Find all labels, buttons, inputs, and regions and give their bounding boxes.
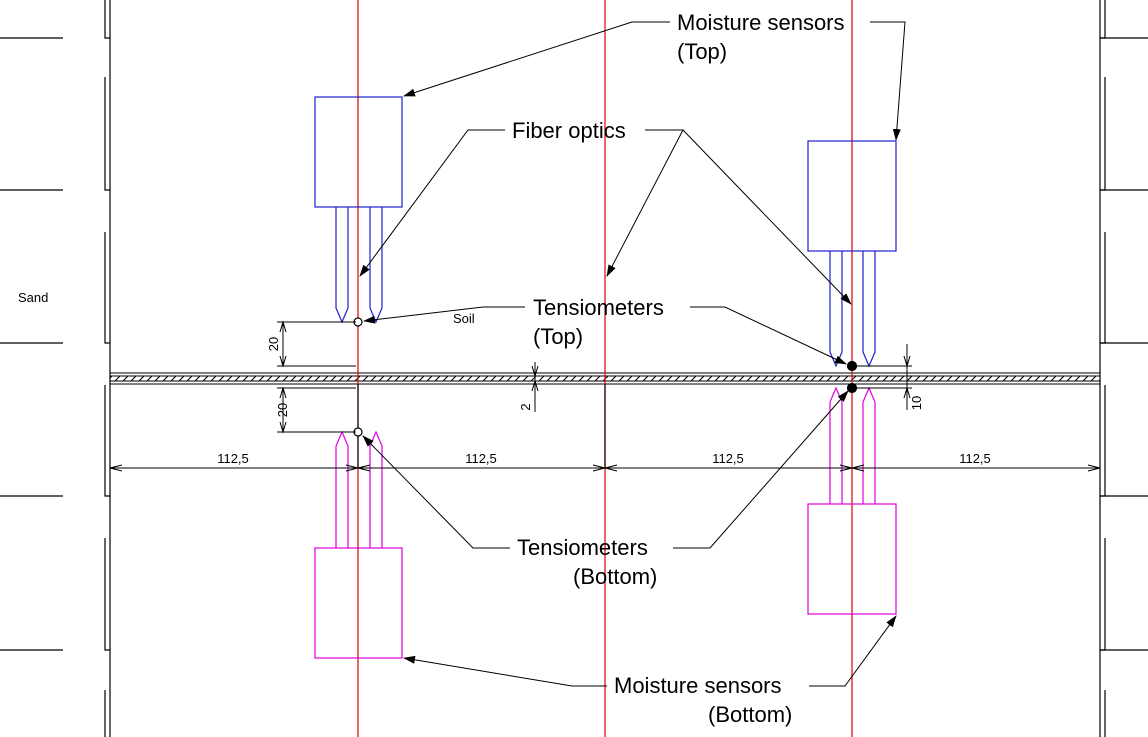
leader-lines — [359, 21, 906, 687]
label-tensiometers-top-2: (Top) — [533, 324, 583, 349]
dim-text-spacing-3: 112,5 — [712, 451, 744, 466]
label-tensiometers-bottom-1: Tensiometers — [517, 535, 648, 560]
label-soil: Soil — [453, 311, 475, 326]
horizontal-dimension — [109, 464, 1101, 472]
dim-text-spacing-2: 112,5 — [465, 451, 497, 466]
dim-text-tens-bottom: 20 — [275, 403, 290, 417]
label-moisture-top-1: Moisture sensors — [677, 10, 845, 35]
fiber-optic-lines — [357, 0, 853, 737]
dim-text-right-offset: 10 — [909, 396, 924, 410]
center-extensions — [357, 384, 606, 468]
dim-text-spacing-1: 112,5 — [217, 451, 249, 466]
dim-text-tens-top: 20 — [266, 337, 281, 351]
label-sand: Sand — [18, 290, 48, 305]
dim-2 — [531, 362, 539, 412]
label-moisture-bottom-2: (Bottom) — [708, 702, 792, 727]
label-tensiometers-bottom-2: (Bottom) — [573, 564, 657, 589]
label-moisture-bottom-1: Moisture sensors — [614, 673, 782, 698]
dim-20-bottom — [277, 386, 356, 434]
dim-text-spacing-4: 112,5 — [959, 451, 991, 466]
label-fiber-optics: Fiber optics — [512, 118, 626, 143]
dim-text-interface: 2 — [518, 403, 533, 410]
label-tensiometers-top-1: Tensiometers — [533, 295, 664, 320]
label-moisture-top-2: (Top) — [677, 39, 727, 64]
dim-20-top — [277, 320, 356, 368]
dim-10 — [856, 344, 912, 410]
